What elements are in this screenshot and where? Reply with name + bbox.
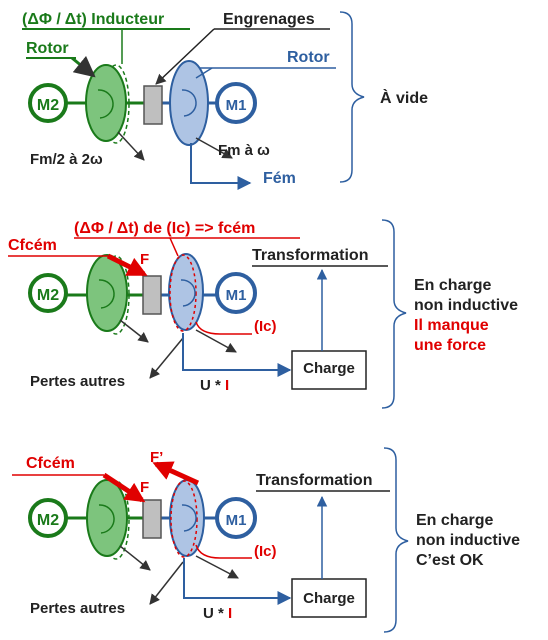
rotation-arc-green: [97, 89, 114, 119]
fcem-field-3: [170, 480, 198, 558]
m1-label: M1: [226, 97, 247, 114]
charge-label-2: Charge: [303, 360, 355, 377]
gear-block-2: [142, 275, 162, 315]
rotor-blue-2: [168, 253, 204, 331]
engrenages-label: Engrenages: [223, 11, 315, 28]
rotor-green-label: Rotor: [26, 40, 69, 57]
section-a-vide: M2 M1 (ΔΦ / Δt) Inducteur Rotor Engrenag…: [22, 11, 428, 190]
rotor-green: [85, 64, 127, 142]
brace-charge-2: [381, 219, 407, 409]
gear-block: [143, 85, 163, 125]
charge3-line3: C’est OK: [416, 552, 484, 569]
inducteur-label: (ΔΦ / Δt) Inducteur: [22, 11, 164, 28]
charge3-line1: En charge: [416, 512, 493, 529]
ic-leader-3: [195, 544, 252, 559]
m1-label-3: M1: [226, 512, 247, 529]
ui-label-3: U * I: [203, 605, 232, 622]
fm2-label: Fm/2 à 2ω: [30, 151, 103, 168]
charge-label-3: Charge: [303, 590, 355, 607]
ui-label-2: U * I: [200, 377, 229, 394]
rotation-arc-green-2: [98, 279, 115, 309]
ui-u-label-2: U *: [200, 377, 225, 394]
rotor-green-3: [86, 479, 128, 557]
cfcem-label: Cfcém: [8, 237, 57, 254]
m2-label-3: M2: [37, 512, 59, 529]
rotation-arc-green-3: [98, 504, 115, 534]
loss-arrow-blue-2: [195, 329, 237, 353]
rotor-blue: [169, 60, 209, 146]
motor-m1-3: [215, 497, 257, 539]
m2-label: M2: [37, 97, 59, 114]
rotation-arc-blue-2: [180, 279, 196, 307]
brace-a-vide: [339, 11, 365, 183]
loss-arrow-green-3: [119, 545, 151, 571]
section-charge-manque: M2 M1 (ΔΦ / Δt) de (Ic) => fcém Cfcém F …: [8, 219, 518, 409]
fcem-field-2: [169, 254, 197, 332]
cfcem-arrow: [106, 253, 148, 277]
f-prime-arrow: [152, 461, 200, 486]
pertes-label-3: Pertes autres: [30, 600, 125, 617]
a-vide-label: À vide: [380, 88, 428, 107]
ui-u-label-3: U *: [203, 605, 228, 622]
m2-label-2: M2: [37, 287, 59, 304]
pertes-label-2: Pertes autres: [30, 373, 125, 390]
f-label: F: [140, 251, 149, 268]
fem-arrow: [190, 143, 252, 190]
rotor-green-arrow: [71, 55, 96, 78]
charge-box-2: [291, 350, 367, 390]
cfcem-arrow-3: [102, 472, 146, 503]
fm-arrow: [195, 137, 233, 159]
ui-arrow-2: [182, 333, 292, 377]
ui-i-label-2: I: [225, 377, 229, 394]
charge2-line2: non inductive: [414, 297, 518, 314]
m1-label-2: M1: [226, 287, 247, 304]
transformation-label-2: Transformation: [252, 247, 368, 264]
rotor-blue-leader: [195, 67, 213, 79]
charge2-line1: En charge: [414, 277, 491, 294]
motor-m2: [28, 83, 68, 123]
motor-m1-2: [215, 272, 257, 314]
pertes-arrow-3: [149, 561, 184, 605]
motor-m2-3: [28, 498, 68, 538]
rotor-blue-3: [169, 479, 205, 557]
rotation-arc-blue: [181, 89, 197, 117]
pertes-arrow-2: [149, 337, 184, 379]
charge3-line2: non inductive: [416, 532, 520, 549]
motor-m1: [215, 82, 257, 124]
charge2-line4: une force: [414, 337, 486, 354]
ui-arrow-3: [183, 558, 292, 605]
charge2-line3: Il manque: [414, 317, 489, 334]
cfcem-label-3: Cfcém: [26, 455, 75, 472]
loss-arrow-green-2: [119, 319, 149, 343]
ic-leader: [195, 321, 252, 335]
gear-block-3: [142, 499, 162, 539]
f-label-3: F: [140, 479, 149, 496]
ui-i-label-3: I: [228, 605, 232, 622]
rotor-blue-label: Rotor: [287, 49, 330, 66]
engrenages-arrow: [155, 28, 215, 85]
fm-label: Fm à ω: [218, 142, 270, 159]
charge-box-3: [291, 578, 367, 618]
ic-label-3: (Ic): [254, 543, 277, 560]
fcem-leader: [169, 237, 179, 257]
fem-label: Fém: [263, 170, 296, 187]
loss-arrow-blue-3: [195, 555, 239, 579]
motor-m2-2: [28, 273, 68, 313]
section-charge-ok: M2 M1 Cfcém F F’ (Ic) Pertes autres U * …: [12, 447, 520, 633]
rotation-arc-blue-3: [181, 504, 197, 532]
brace-charge-3: [383, 447, 409, 633]
ic-label: (Ic): [254, 318, 277, 335]
fm2-arrow: [117, 131, 145, 161]
fcem-label: (ΔΦ / Δt) de (Ic) => fcém: [74, 220, 255, 237]
transformation-label-3: Transformation: [256, 472, 372, 489]
f-prime-label: F’: [150, 449, 163, 466]
rotor-green-2: [86, 254, 128, 332]
